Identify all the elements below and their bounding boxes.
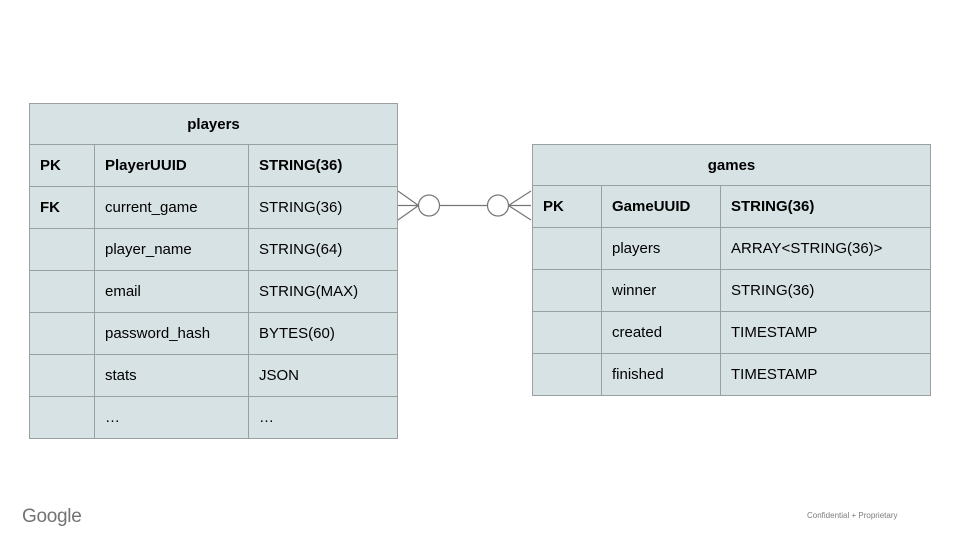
table-row: created TIMESTAMP [532,311,932,354]
field-cell: email [94,270,249,313]
field-cell: PlayerUUID [94,144,249,187]
key-cell [29,396,95,439]
table-row: player_name STRING(64) [29,228,399,271]
entity-table-games: games PK GameUUID STRING(36) players ARR… [531,144,932,396]
type-cell: STRING(64) [247,228,399,271]
type-cell: BYTES(60) [247,312,399,355]
type-cell: ARRAY<STRING(36)> [719,227,932,270]
table-row: stats JSON [29,354,399,397]
field-cell: stats [94,354,249,397]
key-cell [532,311,602,354]
table-row: finished TIMESTAMP [532,353,932,396]
type-cell: STRING(36) [719,185,932,228]
field-cell: winner [601,269,721,312]
key-cell: FK [29,186,95,229]
key-cell [532,353,602,396]
table-row: … … [29,396,399,439]
type-cell: STRING(MAX) [247,270,399,313]
key-cell: PK [29,144,95,187]
field-cell: created [601,311,721,354]
field-cell: players [601,227,721,270]
crow-foot-right [508,190,532,221]
entity-table-players: players PK PlayerUUID STRING(36) FK curr… [28,103,399,439]
key-cell [532,269,602,312]
type-cell: STRING(36) [719,269,932,312]
table-row: PK PlayerUUID STRING(36) [29,144,399,187]
key-cell [29,312,95,355]
type-cell: STRING(36) [247,186,399,229]
table-title-players: players [28,103,399,145]
key-cell [29,354,95,397]
table-row: winner STRING(36) [532,269,932,312]
type-cell: JSON [247,354,399,397]
table-header-row: players [28,103,399,145]
field-cell: player_name [94,228,249,271]
table-row: password_hash BYTES(60) [29,312,399,355]
optionality-circle-left [417,194,441,217]
key-cell [29,228,95,271]
type-cell: TIMESTAMP [719,311,932,354]
google-logo: Google [22,506,82,527]
table-row: PK GameUUID STRING(36) [532,185,932,228]
type-cell: … [247,396,399,439]
table-header-row: games [531,144,932,186]
key-cell: PK [532,185,602,228]
crow-foot-left [397,190,419,221]
type-cell: STRING(36) [247,144,399,187]
type-cell: TIMESTAMP [719,353,932,396]
confidential-note: Confidential + Proprietary [807,511,898,520]
key-cell [29,270,95,313]
field-cell: current_game [94,186,249,229]
optionality-circle-right [486,194,510,217]
field-cell: GameUUID [601,185,721,228]
table-row: email STRING(MAX) [29,270,399,313]
key-cell [532,227,602,270]
table-row: players ARRAY<STRING(36)> [532,227,932,270]
table-row: FK current_game STRING(36) [29,186,399,229]
field-cell: password_hash [94,312,249,355]
field-cell: finished [601,353,721,396]
field-cell: … [94,396,249,439]
table-title-games: games [531,144,932,186]
